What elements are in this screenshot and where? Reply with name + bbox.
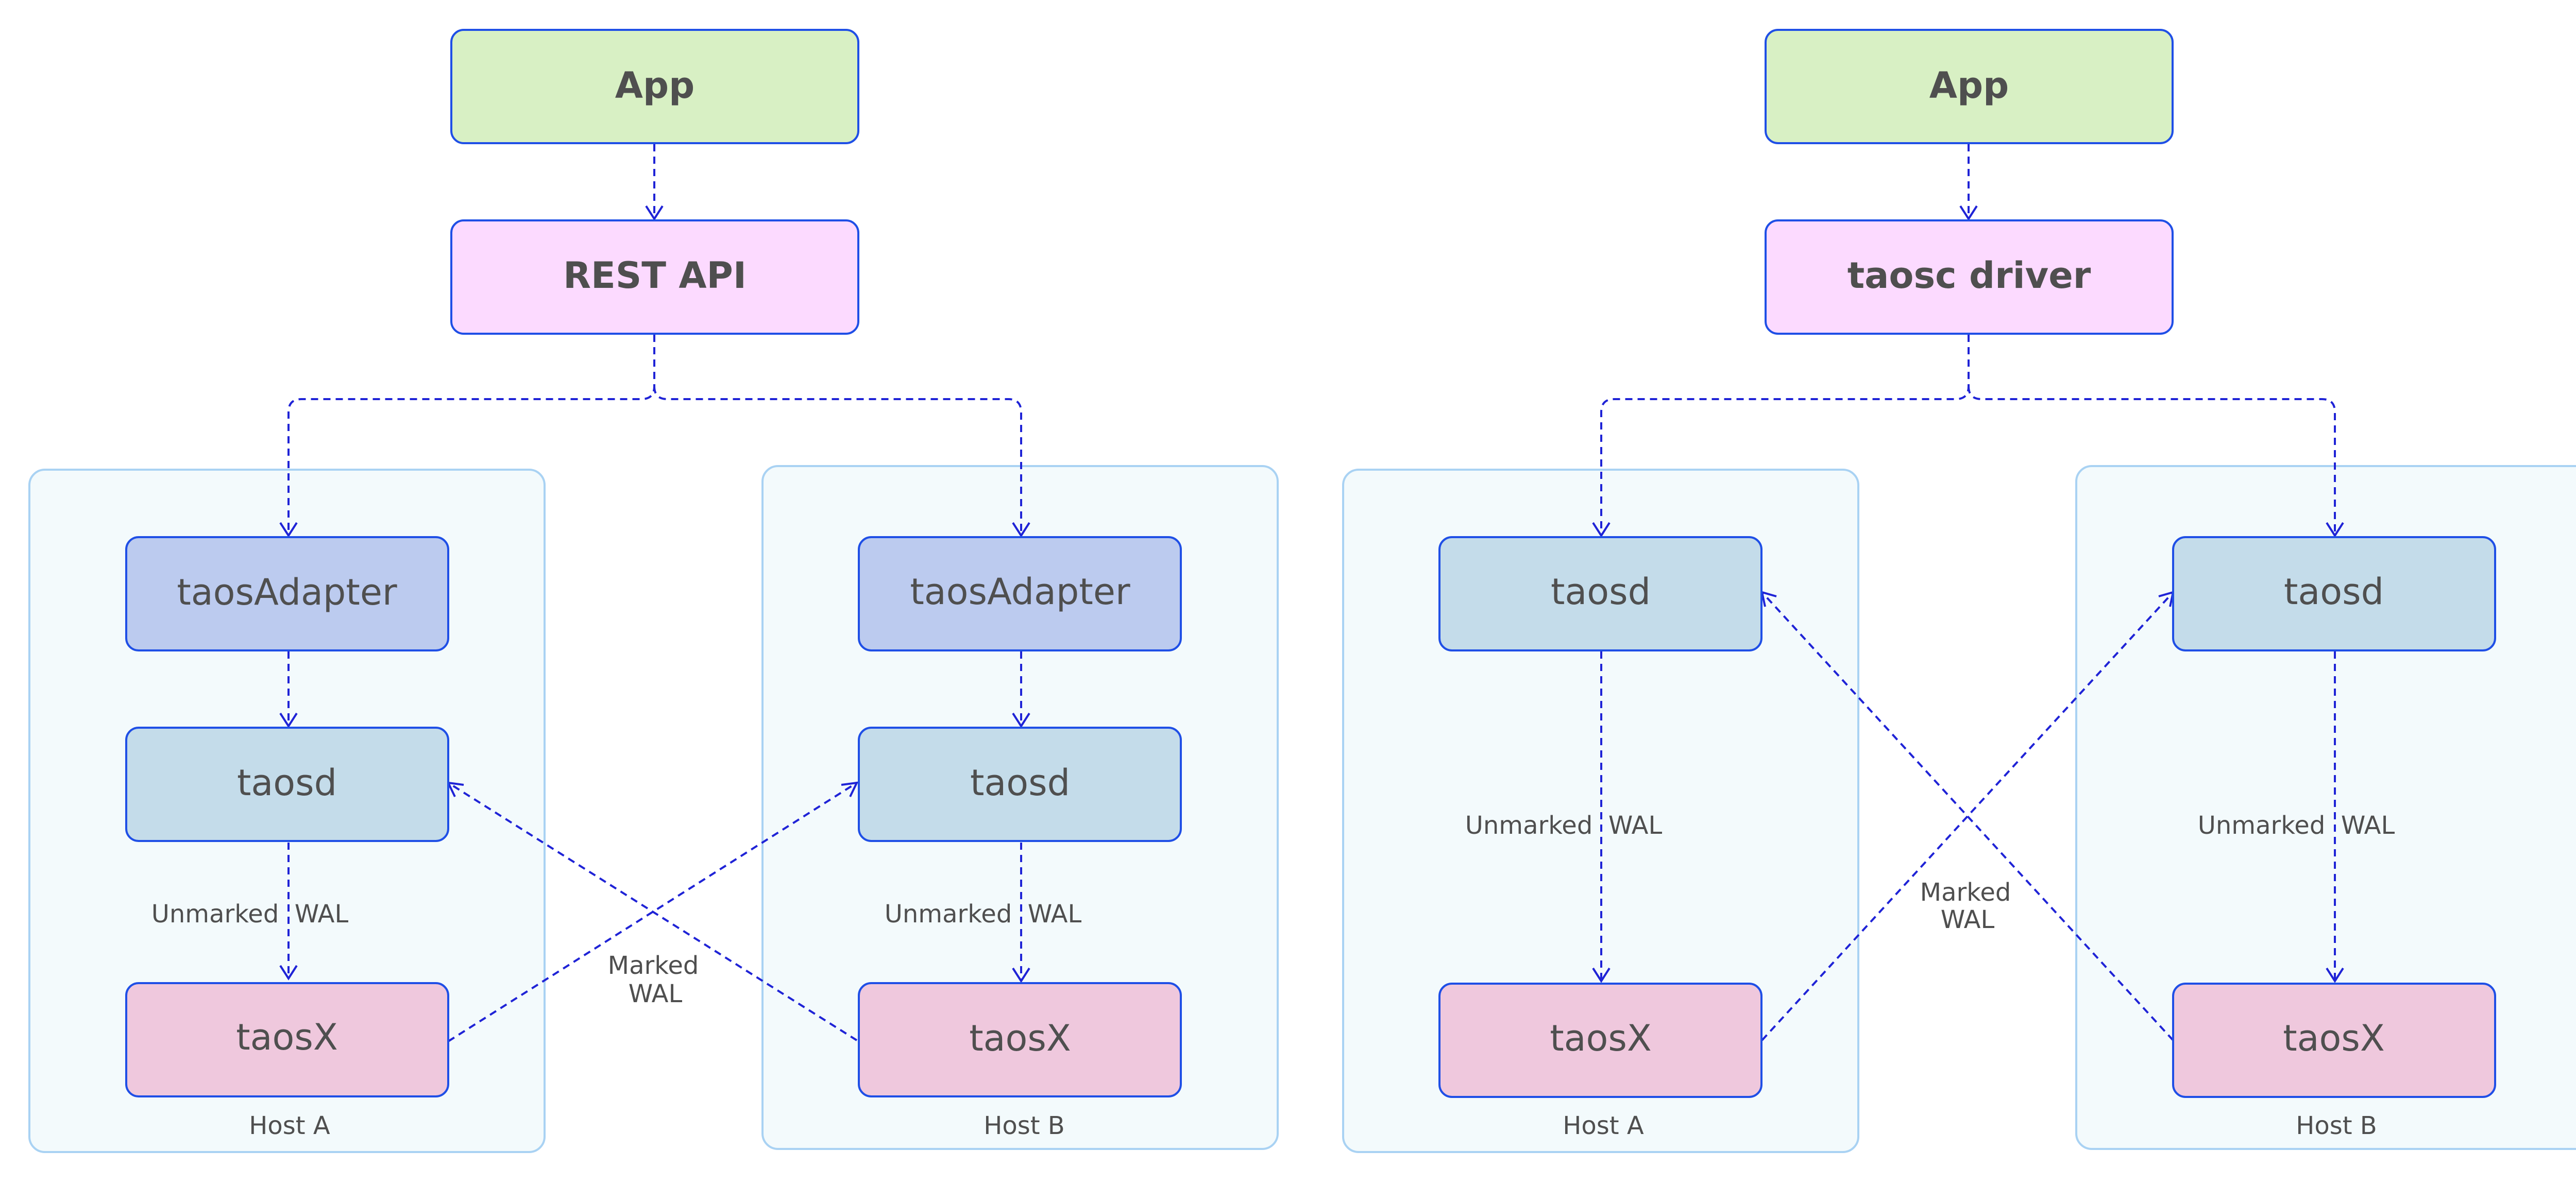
left-host-b-label: Host B [984,1111,1064,1140]
right-edge-driver-to-taosd-b [1968,386,2336,536]
right-marked-wal-label-line2: WAL [1941,905,1995,934]
left-marked-wal-label-line2: WAL [629,980,683,1008]
right-app-label: App [1929,64,2009,107]
left-host-a-adapter-label: taosAdapter [177,571,397,613]
right-app-box [1765,29,2174,144]
left-host-b-adapter-box [858,536,1182,651]
right-host-b-taosd-label: taosd [2284,571,2384,613]
left-arrowhead-taosx-a [279,965,298,981]
left-host-b-taosx-label: taosX [969,1017,1071,1059]
left-arrowhead-taosx-b [1012,967,1030,983]
left-host-b-taosx-box [858,982,1182,1097]
left-rest-api-box [450,219,859,335]
left-edge-api-to-adapter-b [653,386,1022,536]
right-host-b-taosd-box [2172,536,2496,651]
right-arrowhead-taosx-b [2326,967,2344,983]
right-host-a-taosx-label: taosX [1550,1017,1652,1059]
left-arrowhead-api [645,205,664,221]
left-host-a-wal-label: Unmarked WAL [151,900,349,929]
right-taosc-driver-label: taosc driver [1848,254,2091,297]
right-host-a-taosd-box [1438,536,1762,651]
left-host-a-taosx-label: taosX [236,1016,338,1058]
right-taosc-driver-box [1765,219,2174,335]
right-arrowhead-taosx-a [1592,967,1611,983]
left-arrowhead-taosd-a [279,712,298,728]
left-diagram: Host A Host B App REST API taosAdapter t… [28,29,1279,1153]
left-app-label: App [615,64,694,107]
left-arrowhead-taosd-b [1012,712,1030,728]
right-arrowhead-taosd-a [1592,522,1611,538]
left-host-b-taosd-box [858,727,1182,842]
right-arrowhead-driver [1959,205,1978,221]
left-host-a-taosd-label: taosd [237,762,337,804]
left-arrowhead-adapter-a [279,522,298,538]
left-app-box [450,29,859,144]
left-marked-wal-label-line1: Marked [608,951,699,980]
right-host-a-taosd-label: taosd [1551,571,1651,613]
right-marked-wal-label-line1: Marked [1920,878,2011,907]
left-host-b-taosd-label: taosd [970,762,1070,804]
left-host-a-taosx-box [125,982,449,1097]
left-host-a-adapter-box [125,536,449,651]
right-host-a-label: Host A [1563,1111,1644,1140]
right-arrowhead-taosd-b [2326,522,2344,538]
left-arrowhead-adapter-b [1012,522,1030,538]
right-diagram: Host A Host B App taosc driver taosd tao… [1342,29,2576,1153]
right-edge-taosx-a-to-taosd-b [1761,591,2174,1041]
left-edge-taosx-b-to-taosd-a [447,782,858,1041]
right-host-b-taosx-label: taosX [2283,1017,2385,1059]
left-host-b-adapter-label: taosAdapter [910,571,1130,613]
left-host-a-label: Host A [249,1111,330,1140]
left-host-b-wal-label: Unmarked WAL [885,900,1082,929]
left-arrowhead-taosd-b-marked [841,781,859,797]
left-host-a-taosd-box [125,727,449,842]
right-host-b-wal-label: Unmarked WAL [2198,811,2395,840]
left-rest-api-label: REST API [563,254,747,297]
right-edge-taosx-b-to-taosd-a [1761,591,2174,1041]
right-host-b-taosx-box [2172,983,2496,1098]
right-host-a-taosx-box [1438,983,1762,1098]
right-host-a-wal-label: Unmarked WAL [1465,811,1663,840]
right-host-b-label: Host B [2296,1111,2377,1140]
